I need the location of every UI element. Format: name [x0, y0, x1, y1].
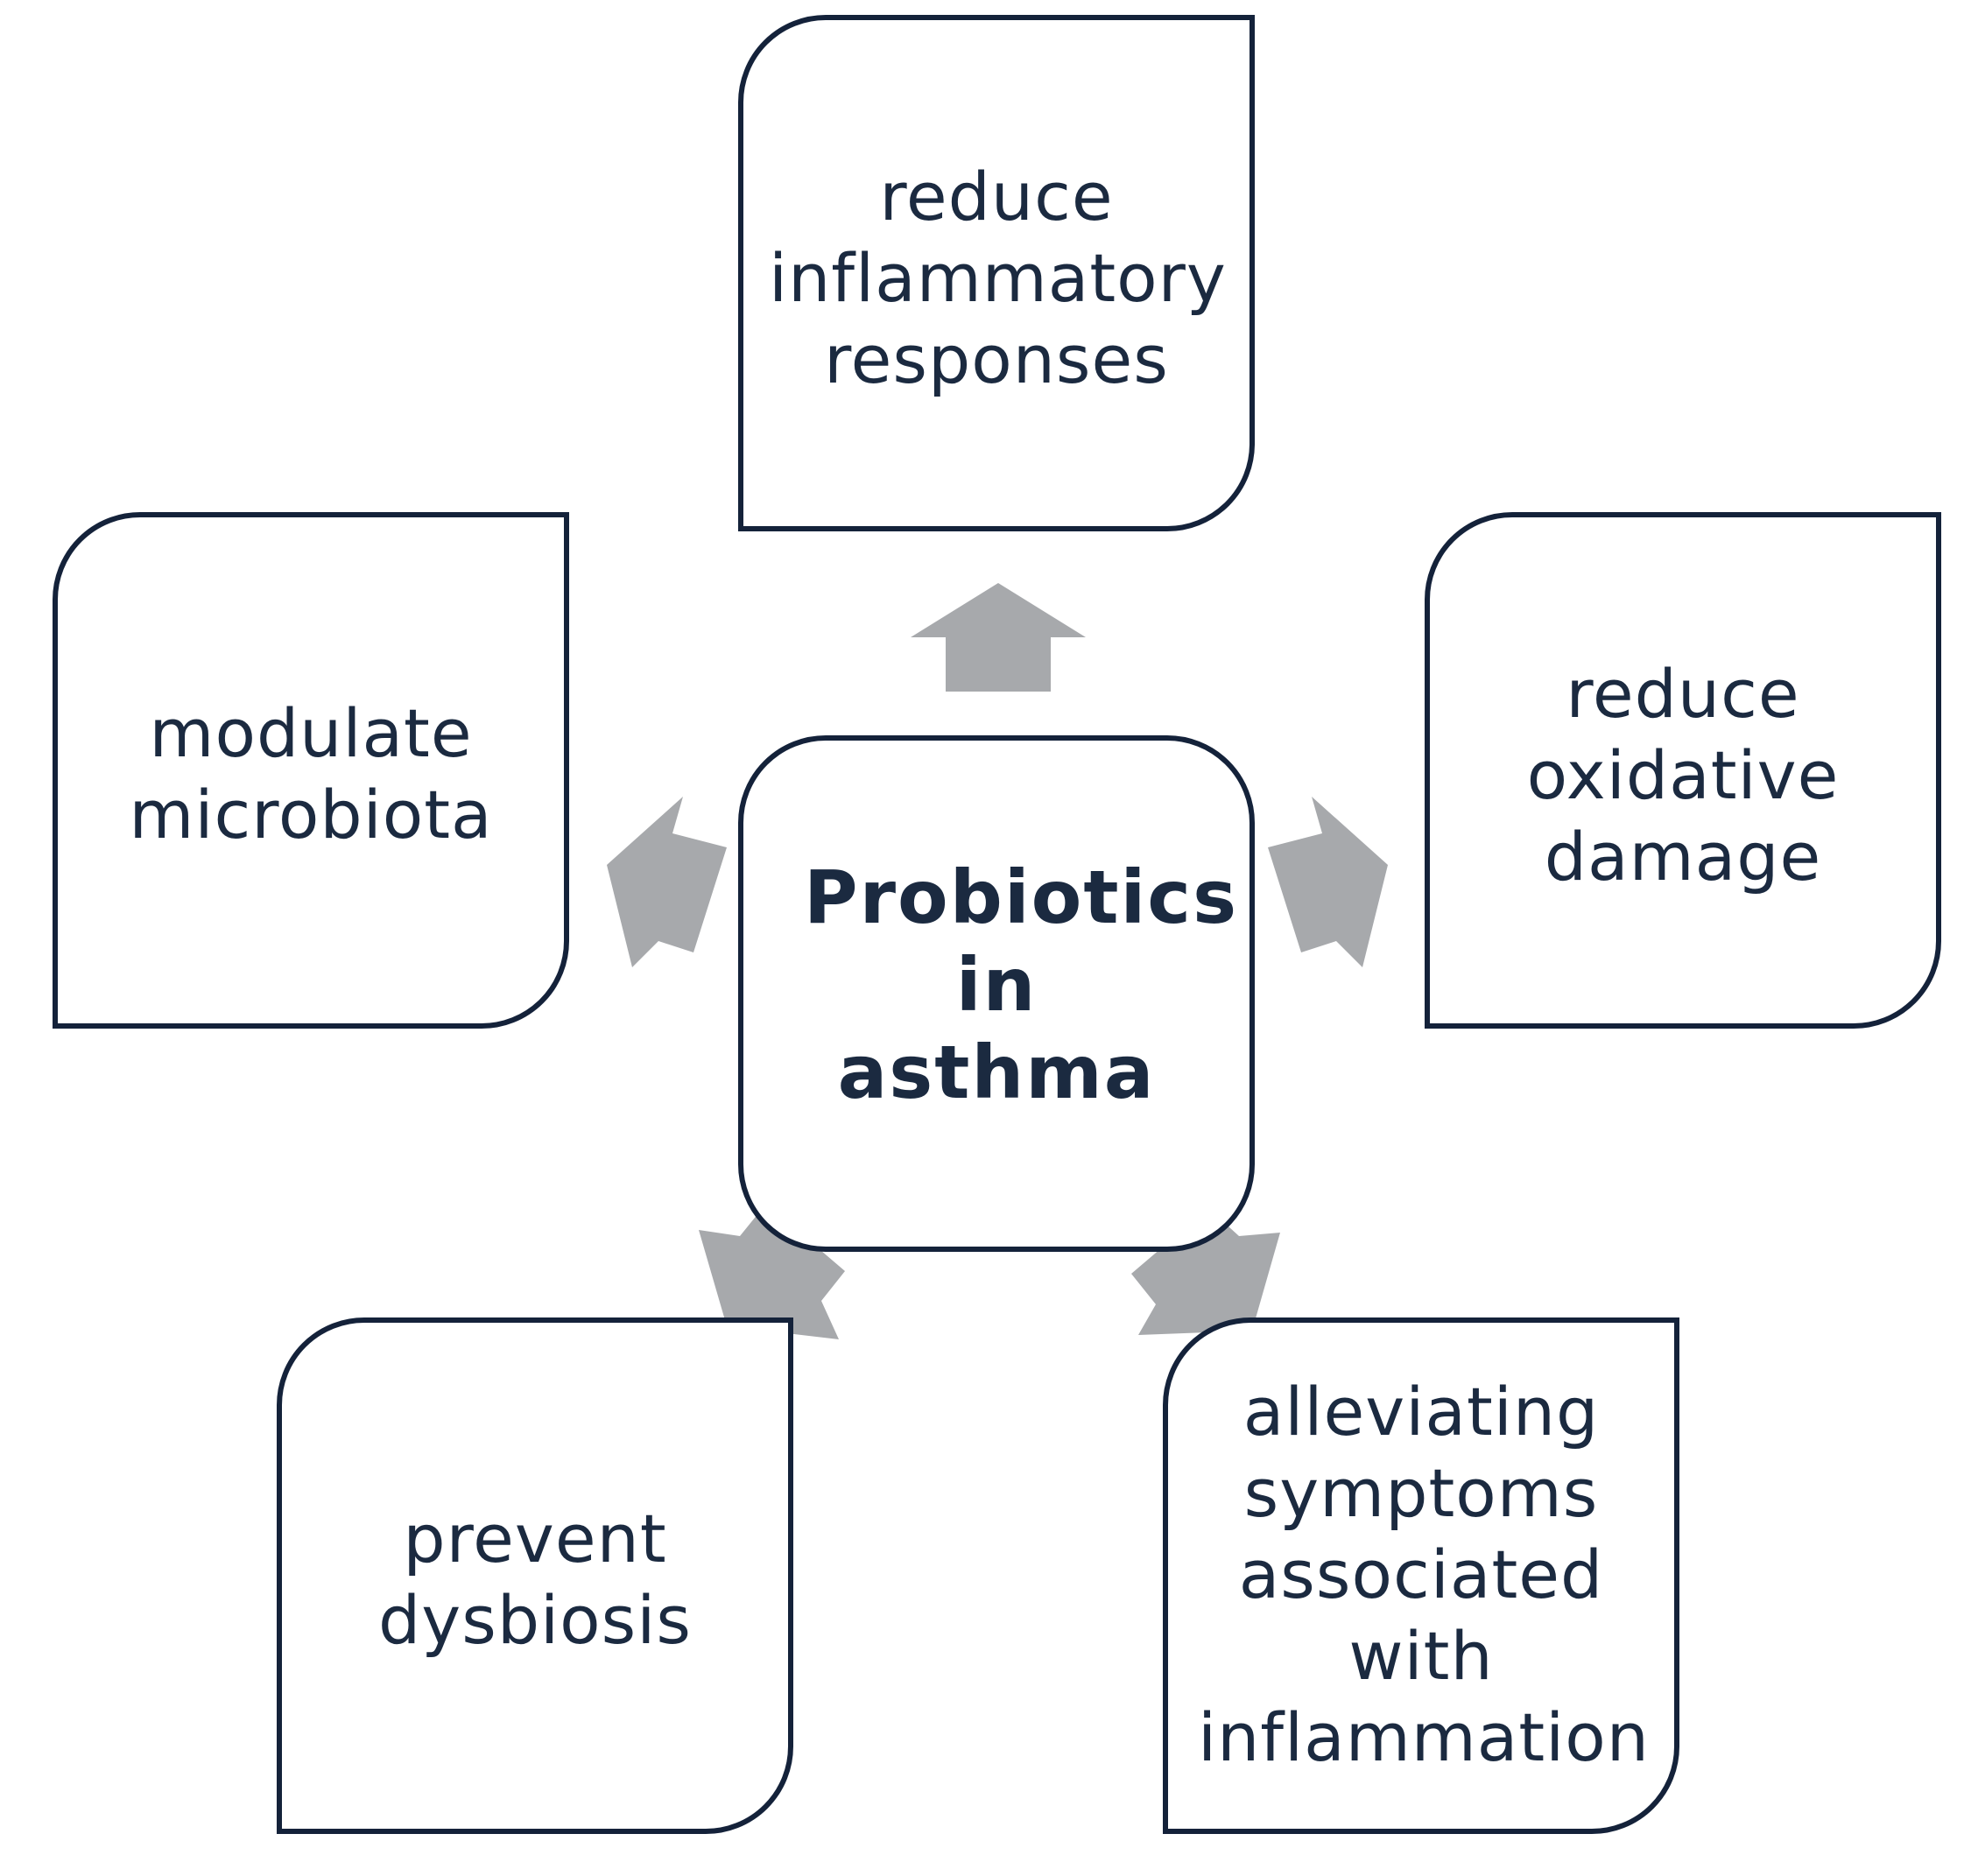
arrow-to-left [607, 797, 727, 967]
center-box: Probiotics in asthma [738, 735, 1255, 1252]
effect-box-bottom-right: alleviating symptoms associated with inf… [1163, 1317, 1679, 1834]
arrow-to-top [911, 583, 1086, 692]
effect-label-left: modulate microbiota [129, 694, 493, 854]
effect-label-bottom-right: alleviating symptoms associated with inf… [1198, 1373, 1650, 1776]
arrow-to-right [1268, 797, 1388, 967]
effect-label-bottom-left: prevent dysbiosis [378, 1500, 692, 1659]
center-label: Probiotics in asthma [804, 854, 1239, 1115]
effect-label-top: reduce inflammatory responses [769, 158, 1227, 398]
effect-box-top: reduce inflammatory responses [738, 15, 1255, 531]
effect-label-right: reduce oxidative damage [1526, 655, 1840, 896]
effect-box-left: modulate microbiota [53, 512, 569, 1029]
effect-box-bottom-left: prevent dysbiosis [277, 1317, 793, 1834]
arrow-to-bottom-left [699, 1204, 845, 1339]
effect-box-right: reduce oxidative damage [1425, 512, 1941, 1029]
arrow-to-bottom-right [1131, 1208, 1280, 1335]
